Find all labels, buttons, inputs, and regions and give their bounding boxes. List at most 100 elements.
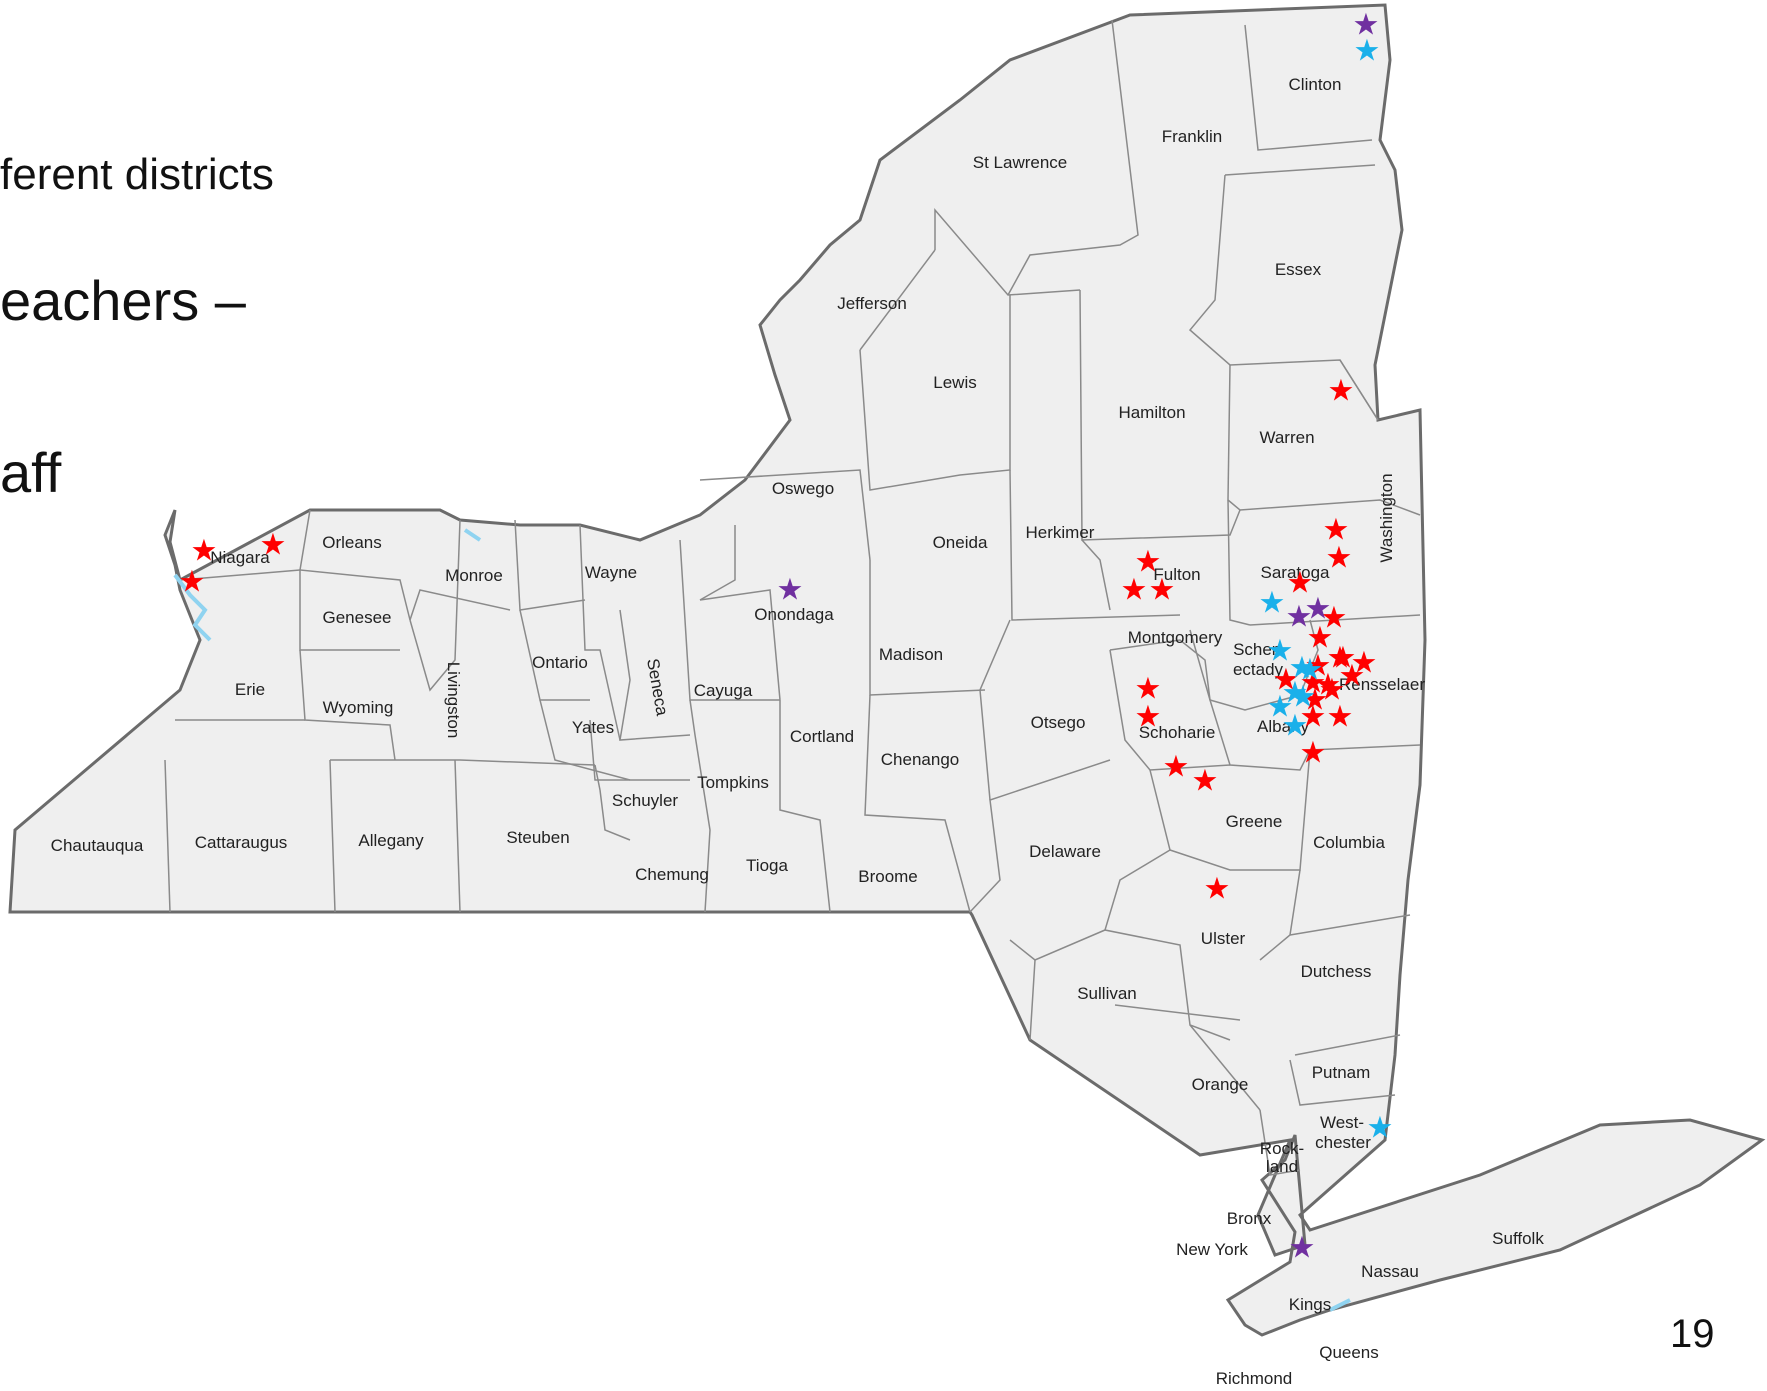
county-label-dutchess: Dutchess (1301, 962, 1372, 981)
county-label-greene: Greene (1226, 812, 1283, 831)
county-label-chemung: Chemung (635, 865, 709, 884)
county-label-cayuga: Cayuga (694, 681, 753, 700)
red-star-icon: ★ (1339, 659, 1366, 694)
district-star-markers: ★★★★★★★★★★★★★★★★★★★★★★★★★★★★★★★★★★★★★★★★… (179, 8, 1394, 1266)
red-star-icon: ★ (1351, 646, 1378, 681)
county-label-ulster: Ulster (1201, 929, 1246, 948)
county-label-monroe: Monroe (445, 566, 503, 585)
bullet-text-staff: aff (0, 441, 62, 504)
blue-star-icon: ★ (1267, 690, 1294, 725)
county-label-cattaraugus: Cattaraugus (195, 833, 288, 852)
water-features (173, 528, 1351, 1312)
county-label-wyoming: Wyoming (323, 698, 394, 717)
county-label-chautauqua: Chautauqua (51, 836, 144, 855)
county-label-rockland-2: land (1266, 1157, 1298, 1176)
red-star-icon: ★ (191, 534, 218, 569)
county-label-columbia: Columbia (1313, 833, 1385, 852)
county-label-new-york: New York (1176, 1240, 1248, 1259)
red-star-icon: ★ (1300, 666, 1327, 701)
county-label-otsego: Otsego (1031, 713, 1086, 732)
county-label-niagara: Niagara (210, 548, 270, 567)
blue-star-icon: ★ (1282, 709, 1309, 744)
red-star-icon: ★ (1163, 750, 1190, 785)
county-label-montgomery: Montgomery (1128, 628, 1223, 647)
county-label-oswego: Oswego (772, 479, 834, 498)
county-label-queens: Queens (1319, 1343, 1379, 1362)
red-star-icon: ★ (1327, 641, 1354, 676)
red-star-icon: ★ (1326, 541, 1353, 576)
red-star-icon: ★ (1330, 641, 1357, 676)
purple-star-icon: ★ (777, 573, 804, 608)
red-star-icon: ★ (1273, 663, 1300, 698)
red-star-icon: ★ (1319, 673, 1346, 708)
red-star-icon: ★ (260, 528, 287, 563)
purple-star-icon: ★ (1353, 8, 1380, 43)
red-star-icon: ★ (1323, 513, 1350, 548)
red-star-icon: ★ (1287, 566, 1314, 601)
county-label-erie: Erie (235, 680, 265, 699)
red-star-icon: ★ (1327, 700, 1354, 735)
county-label-sullivan: Sullivan (1077, 984, 1137, 1003)
red-star-icon: ★ (1328, 374, 1355, 409)
red-star-icon: ★ (1135, 672, 1162, 707)
blue-star-icon: ★ (1259, 586, 1286, 621)
county-label-richmond: Richmond (1216, 1369, 1293, 1388)
county-label-westchester-2: chester (1315, 1133, 1371, 1152)
red-star-icon: ★ (1307, 621, 1334, 656)
county-label-st-lawrence: St Lawrence (973, 153, 1068, 172)
blue-star-icon: ★ (1282, 676, 1309, 711)
county-label-washington: Washington (1377, 473, 1396, 562)
blue-star-icon: ★ (1289, 651, 1316, 686)
page-number: 19 (1670, 1312, 1715, 1356)
county-label-ontario: Ontario (532, 653, 588, 672)
county-label-genesee: Genesee (323, 608, 392, 627)
county-label-wayne: Wayne (585, 563, 637, 582)
purple-star-icon: ★ (1289, 1231, 1316, 1266)
red-star-icon: ★ (179, 565, 206, 600)
county-label-franklin: Franklin (1162, 127, 1222, 146)
county-label-albany: Albany (1257, 717, 1309, 736)
county-label-tompkins: Tompkins (697, 773, 769, 792)
county-label-cortland: Cortland (790, 727, 854, 746)
county-label-herkimer: Herkimer (1026, 523, 1095, 542)
county-label-onondaga: Onondaga (754, 605, 834, 624)
blue-star-icon: ★ (1297, 653, 1324, 688)
county-label-orange: Orange (1192, 1075, 1249, 1094)
red-star-icon: ★ (1135, 545, 1162, 580)
county-label-rockland-1: Rock- (1260, 1139, 1304, 1158)
county-label-allegany: Allegany (358, 831, 424, 850)
blue-star-icon: ★ (1354, 34, 1381, 69)
red-star-icon: ★ (1149, 573, 1176, 608)
red-star-icon: ★ (1321, 601, 1348, 636)
county-label-schuyler: Schuyler (612, 791, 678, 810)
county-label-yates: Yates (572, 718, 614, 737)
red-star-icon: ★ (1300, 736, 1327, 771)
red-star-icon: ★ (1204, 872, 1231, 907)
county-label-steuben: Steuben (506, 828, 569, 847)
bullet-text-teachers: eachers – (0, 269, 246, 332)
red-star-icon: ★ (1315, 668, 1342, 703)
county-label-putnam: Putnam (1312, 1063, 1371, 1082)
county-label-chenango: Chenango (881, 750, 959, 769)
red-star-icon: ★ (1135, 700, 1162, 735)
county-label-essex: Essex (1275, 260, 1322, 279)
county-label-jefferson: Jefferson (837, 294, 907, 313)
county-label-rensselaer: Rensselaer (1339, 675, 1425, 694)
purple-star-icon: ★ (1305, 592, 1332, 627)
county-label-tioga: Tioga (746, 856, 788, 875)
bullet-text-districts: ferent districts (0, 150, 274, 199)
county-label-saratoga: Saratoga (1261, 563, 1331, 582)
county-label-schoharie: Schoharie (1139, 723, 1216, 742)
county-label-schenectady-1: Schen- (1233, 640, 1287, 659)
county-label-bronx: Bronx (1227, 1209, 1272, 1228)
county-label-kings: Kings (1289, 1295, 1332, 1314)
county-label-delaware: Delaware (1029, 842, 1101, 861)
blue-star-icon: ★ (1290, 680, 1317, 715)
county-label-madison: Madison (879, 645, 943, 664)
county-borders (164, 19, 1421, 1176)
county-label-clinton: Clinton (1289, 75, 1342, 94)
county-label-oneida: Oneida (933, 533, 988, 552)
red-star-icon: ★ (1121, 573, 1148, 608)
red-star-icon: ★ (1192, 764, 1219, 799)
